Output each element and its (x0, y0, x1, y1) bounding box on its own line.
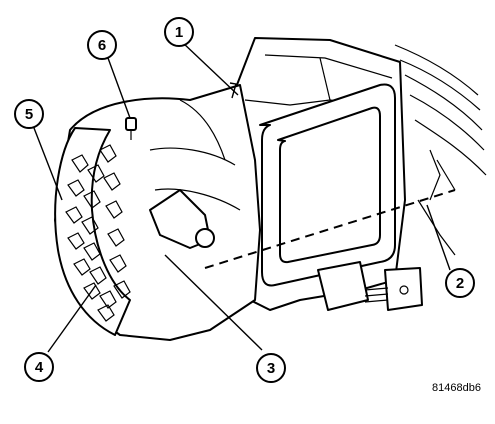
door-frame (259, 83, 396, 287)
mounting-bracket (317, 261, 423, 311)
callout-6-label: 6 (98, 37, 106, 54)
callout-2: 2 (445, 268, 475, 298)
callout-5: 5 (14, 99, 44, 129)
wiring-and-ducts (394, 44, 487, 256)
callout-5-label: 5 (25, 106, 33, 123)
figure-id: 81468db6 (432, 382, 481, 394)
callout-1: 1 (164, 17, 194, 47)
callout-6: 6 (87, 30, 117, 60)
callout-3: 3 (256, 353, 286, 383)
blower-grille (54, 127, 131, 336)
callout-4: 4 (24, 352, 54, 382)
callout-4-label: 4 (35, 359, 44, 376)
callout-3-label: 3 (267, 360, 275, 377)
screw (125, 117, 137, 140)
callout-1-label: 1 (175, 24, 183, 41)
callout-2-label: 2 (456, 275, 464, 292)
leader-lines (33, 41, 451, 353)
seam-dashed-line (204, 189, 456, 269)
blower-motor-opening (149, 189, 215, 249)
